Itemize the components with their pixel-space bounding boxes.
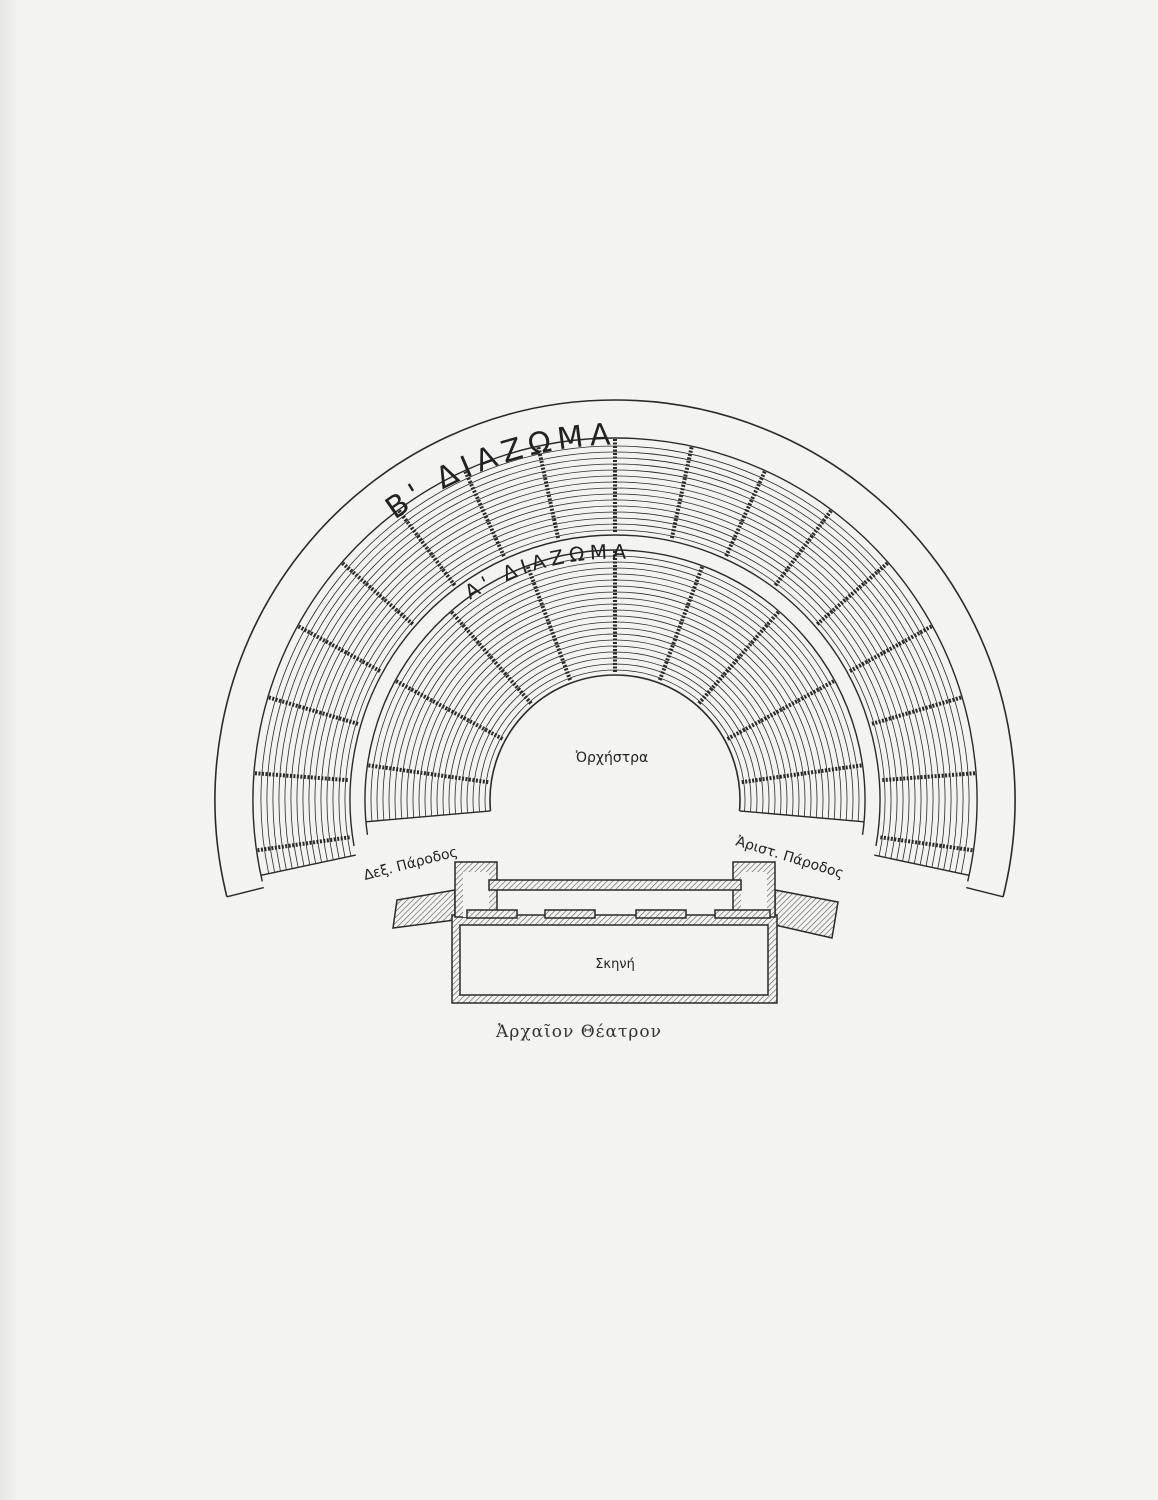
- stairway-upper: [396, 508, 457, 587]
- lower-cavea-end-left: [365, 810, 491, 823]
- seat-row-upper: [302, 487, 928, 865]
- stairway-upper: [849, 624, 934, 673]
- stairway-upper: [773, 508, 834, 587]
- outer-end-left: [226, 886, 264, 898]
- seat-row-lower: [472, 657, 758, 813]
- skene-label: Σκηνή: [595, 957, 635, 972]
- page-edge: [0, 0, 18, 1500]
- orchestra-edge: [489, 674, 741, 811]
- orchestra-label: Ὀρχήστρα: [576, 750, 649, 766]
- stairway-lower: [449, 610, 533, 705]
- seat-row-lower: [406, 591, 824, 819]
- stairway-upper: [267, 695, 359, 726]
- stairway-upper: [536, 445, 561, 539]
- seat-row-lower: [424, 609, 806, 817]
- stairway-upper: [253, 771, 348, 783]
- stairway-upper: [871, 695, 963, 726]
- seat-row-upper: [344, 529, 886, 857]
- seat-row-lower: [400, 585, 830, 819]
- lower-cavea-end-right: [739, 810, 865, 823]
- seat-row-lower: [484, 669, 746, 812]
- outer-wall: [214, 399, 1016, 897]
- seat-row-lower: [454, 639, 776, 814]
- right-ramp: [774, 889, 839, 939]
- seat-row-lower: [382, 567, 848, 821]
- stairway-lower: [525, 565, 573, 681]
- stairway-upper: [256, 835, 350, 853]
- seat-row-upper: [332, 517, 898, 859]
- proskenion: [488, 879, 742, 891]
- stairway-upper: [669, 445, 694, 539]
- upper-diazoma-inner-edge: [252, 437, 978, 882]
- skene-building: Σκηνή: [392, 861, 839, 1004]
- seat-row-upper: [266, 451, 964, 873]
- stairway-upper: [724, 469, 767, 557]
- right-parodos-label: Δεξ. Πάροδος: [362, 844, 459, 884]
- seat-row-upper: [308, 493, 922, 864]
- stairway-lower: [726, 678, 836, 741]
- seat-row-lower: [466, 651, 764, 813]
- seat-row-upper: [284, 469, 946, 869]
- stairway-lower: [394, 678, 504, 741]
- stairway-lower: [697, 610, 781, 705]
- stairway-lower: [657, 565, 705, 681]
- stairway-upper: [296, 624, 381, 673]
- left-ramp: [392, 889, 456, 929]
- outer-end-right: [966, 886, 1004, 898]
- seat-row-upper: [290, 475, 940, 868]
- seat-row-upper: [326, 511, 904, 860]
- figure-caption: Ἀρχαῖον Θέατρον: [496, 1022, 662, 1042]
- stairway-upper: [882, 771, 977, 783]
- seat-row-lower: [448, 633, 782, 815]
- cavea: [214, 399, 1016, 898]
- stairway-lower: [367, 763, 489, 785]
- upper-cavea-end-left: [260, 854, 356, 876]
- stairway-lower: [741, 763, 863, 785]
- seat-row-lower: [430, 615, 800, 817]
- stairway-upper: [463, 469, 506, 557]
- lower-diazoma-inner-edge: [364, 549, 866, 835]
- stairway-upper: [815, 560, 890, 626]
- upper-cavea-end-right: [874, 854, 970, 876]
- stairway-upper: [880, 835, 974, 853]
- lower-diazoma-outer-edge: [349, 534, 881, 847]
- stairway-upper: [340, 560, 415, 626]
